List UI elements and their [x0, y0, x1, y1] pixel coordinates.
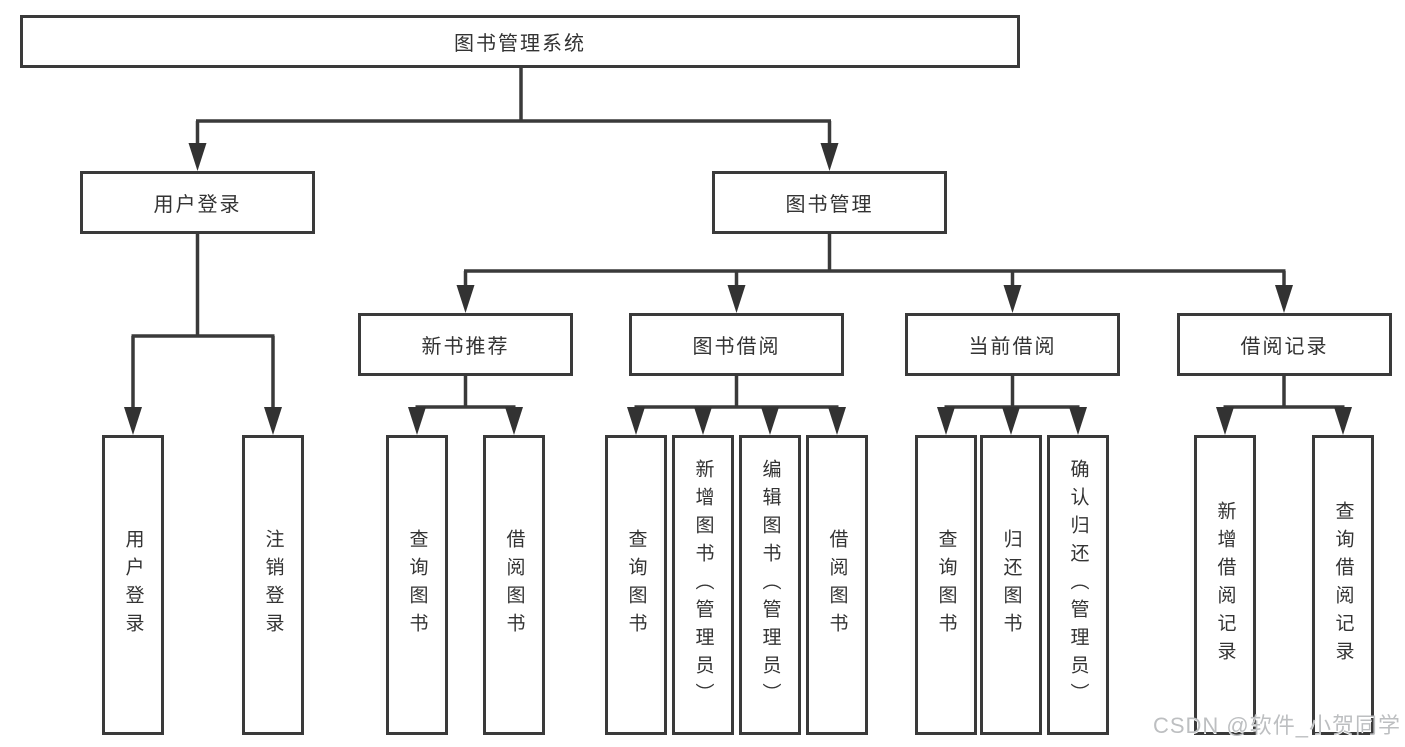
leaf-edit-books-admin: 编辑图书（管理员）: [739, 435, 801, 735]
leaf-borrow-books: 借阅图书: [806, 435, 868, 735]
leaf-query-borrow-record: 查询借阅记录: [1312, 435, 1374, 735]
node-book-borrow: 图书借阅: [629, 313, 844, 376]
leaf-logout-label: 注销登录: [262, 529, 284, 641]
leaf-query-books-borrow-label: 查询图书: [625, 529, 647, 641]
csdn-watermark: CSDN @软件_小贺同学: [1152, 713, 1401, 738]
leaf-borrow-books-recommend: 借阅图书: [483, 435, 545, 735]
leaf-confirm-return-admin: 确认归还（管理员）: [1047, 435, 1109, 735]
node-current-borrow: 当前借阅: [905, 313, 1120, 376]
node-new-book-recommend: 新书推荐: [358, 313, 573, 376]
leaf-query-books-current-label: 查询图书: [935, 529, 957, 641]
leaf-user-login-label: 用户登录: [122, 529, 144, 641]
leaf-borrow-books-recommend-label: 借阅图书: [503, 529, 525, 641]
leaf-return-books-label: 归还图书: [1000, 529, 1022, 641]
leaf-edit-books-admin-label: 编辑图书（管理员）: [759, 459, 781, 711]
leaf-query-borrow-record-label: 查询借阅记录: [1332, 501, 1354, 669]
leaf-add-borrow-record-label: 新增借阅记录: [1214, 501, 1236, 669]
leaf-query-books-borrow: 查询图书: [605, 435, 667, 735]
leaf-add-books-admin: 新增图书（管理员）: [672, 435, 734, 735]
node-book-management: 图书管理: [712, 171, 947, 234]
leaf-logout: 注销登录: [242, 435, 304, 735]
leaf-add-books-admin-label: 新增图书（管理员）: [692, 459, 714, 711]
leaf-query-books-recommend-label: 查询图书: [406, 529, 428, 641]
leaf-confirm-return-admin-label: 确认归还（管理员）: [1067, 459, 1089, 711]
node-borrow-records: 借阅记录: [1177, 313, 1392, 376]
leaf-user-login: 用户登录: [102, 435, 164, 735]
leaf-borrow-books-label: 借阅图书: [826, 529, 848, 641]
leaf-query-books-current: 查询图书: [915, 435, 977, 735]
leaf-query-books-recommend: 查询图书: [386, 435, 448, 735]
node-user-login: 用户登录: [80, 171, 315, 234]
leaf-add-borrow-record: 新增借阅记录: [1194, 435, 1256, 735]
node-root-library-system: 图书管理系统: [20, 15, 1020, 68]
leaf-return-books: 归还图书: [980, 435, 1042, 735]
